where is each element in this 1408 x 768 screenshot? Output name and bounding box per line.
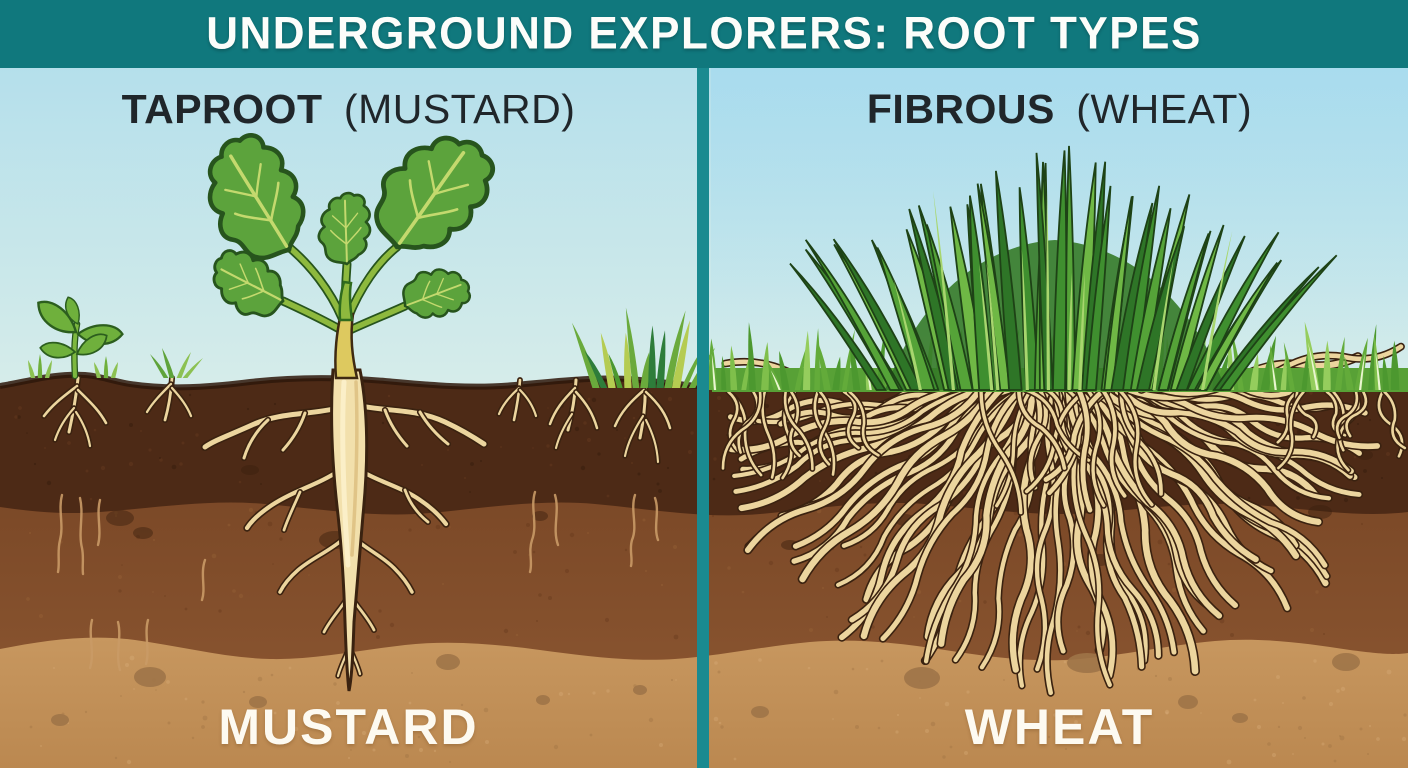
small-roots-left	[41, 374, 673, 465]
right-heading-plant: (WHEAT)	[1076, 86, 1253, 132]
fibrous-panel: FIBROUS (WHEAT) WHEAT	[711, 68, 1408, 768]
title-bar: UNDERGROUND EXPLORERS: ROOT TYPES	[0, 0, 1408, 68]
wheat-clump	[789, 145, 1338, 391]
mustard-stems	[278, 242, 410, 335]
pebbles	[51, 653, 1360, 726]
taproot-panel: TAPROOT (MUSTARD) MUSTARD	[0, 68, 697, 768]
faint-deep-roots	[56, 490, 660, 672]
left-heading-root-type: TAPROOT	[121, 86, 323, 132]
left-heading-plant: (MUSTARD)	[343, 86, 576, 132]
taproot-main	[330, 368, 369, 692]
mustard-plant	[183, 113, 507, 380]
main-title: UNDERGROUND EXPLORERS: ROOT TYPES	[206, 8, 1202, 59]
panel-divider	[697, 68, 709, 768]
left-panel-heading: TAPROOT (MUSTARD)	[122, 86, 576, 133]
left-caption: MUSTARD	[218, 699, 479, 755]
title-bar-background	[0, 0, 1408, 68]
right-heading-root-type: FIBROUS	[866, 86, 1055, 132]
seedlings	[28, 292, 203, 380]
right-caption: WHEAT	[964, 699, 1155, 755]
right-panel-heading: FIBROUS (WHEAT)	[867, 86, 1252, 133]
